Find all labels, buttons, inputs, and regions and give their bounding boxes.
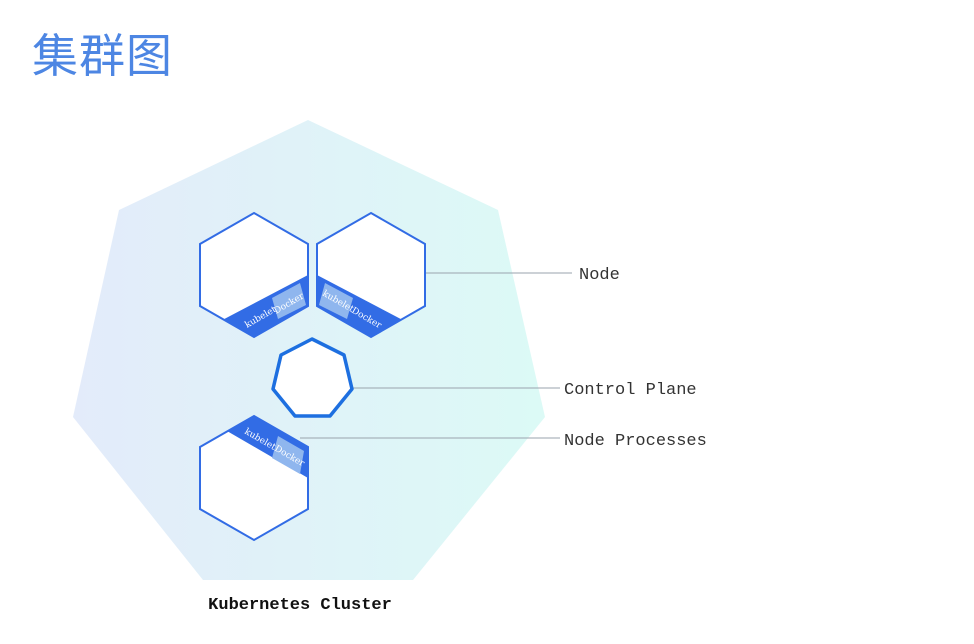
cluster-caption: Kubernetes Cluster bbox=[208, 596, 392, 615]
control-plane-label: Control Plane bbox=[564, 381, 697, 400]
docker-tag bbox=[272, 283, 306, 319]
page-title: 集群图 bbox=[32, 29, 173, 83]
docker-tag bbox=[272, 436, 304, 474]
docker-tag bbox=[319, 283, 353, 319]
node-processes-label: Node Processes bbox=[564, 432, 707, 451]
control-plane-heptagon bbox=[271, 337, 354, 418]
node-hexagon-3: kubelet Docker bbox=[199, 414, 309, 542]
node-label: Node bbox=[579, 266, 620, 285]
